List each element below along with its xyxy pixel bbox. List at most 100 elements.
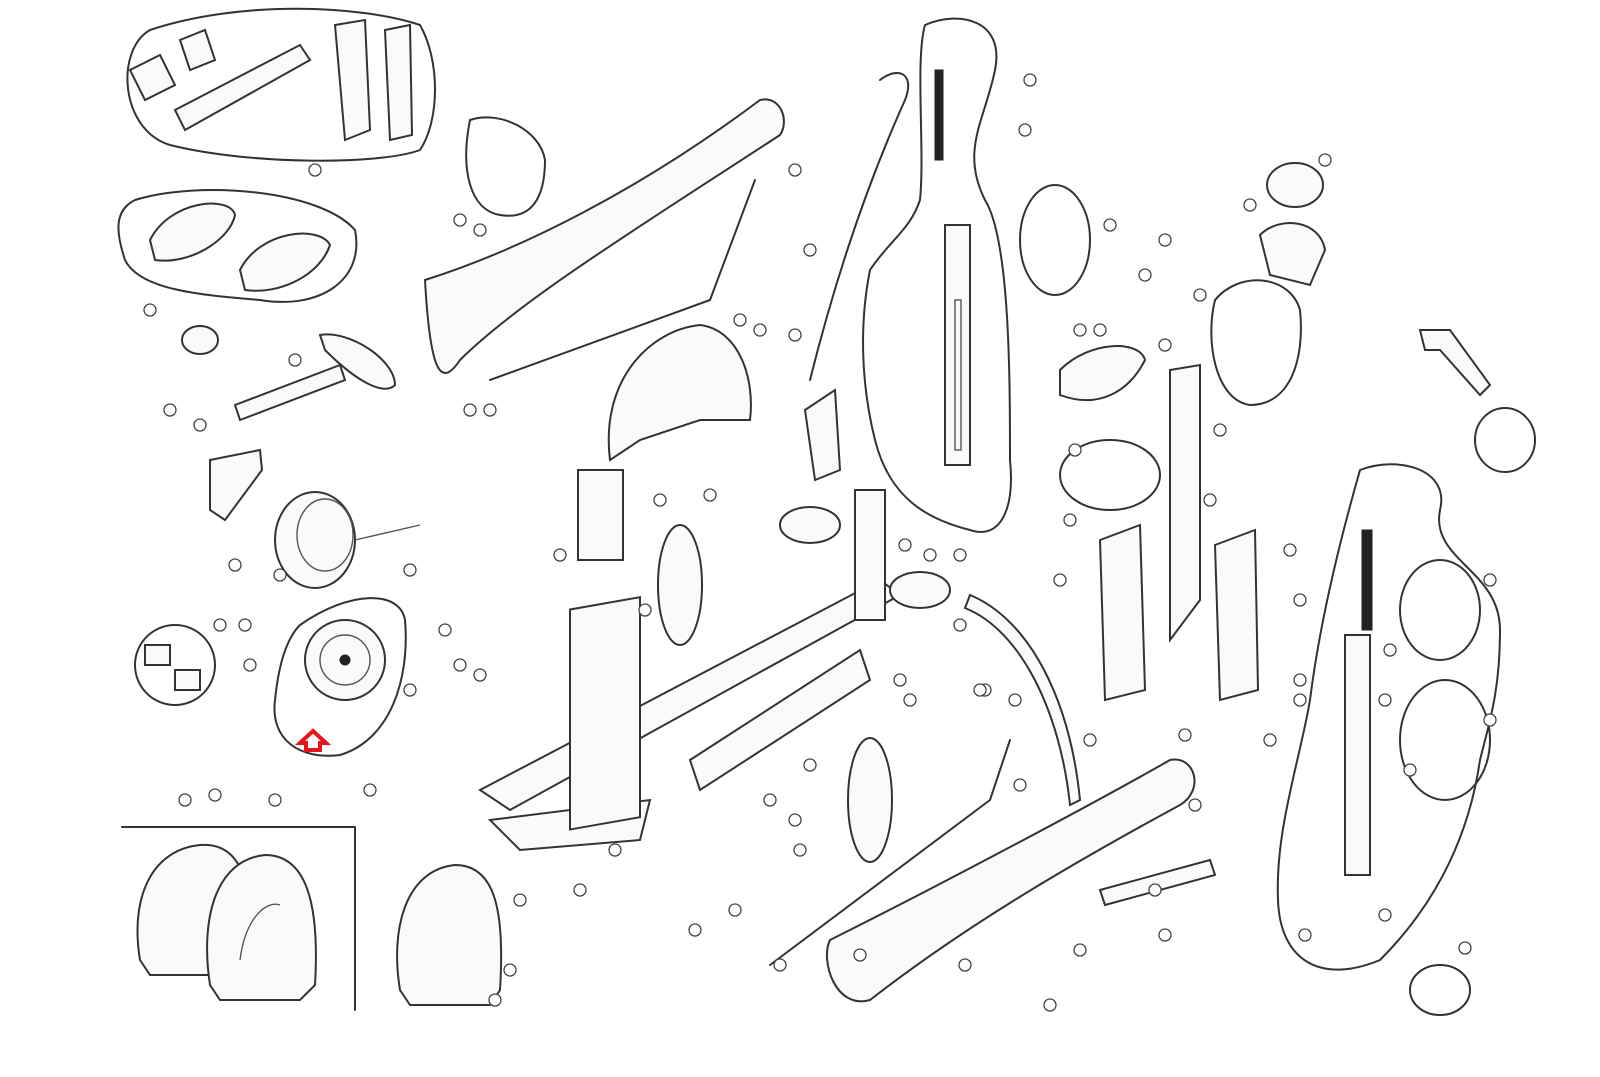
part-callout xyxy=(923,548,937,562)
pedal-arm-right xyxy=(1098,858,1217,907)
side-panel xyxy=(1169,363,1201,643)
part-callout xyxy=(1158,233,1172,247)
part-callout xyxy=(1053,573,1067,587)
cover-plate xyxy=(657,524,703,646)
console-housing xyxy=(1258,222,1327,287)
pedal-parts-group xyxy=(117,189,358,303)
part-callout xyxy=(1293,693,1307,707)
cap-blob xyxy=(1409,964,1471,1016)
left-link-rod xyxy=(489,179,756,381)
part-callout xyxy=(513,893,527,907)
part-callout xyxy=(788,328,802,342)
magnet-parts-group xyxy=(134,624,216,706)
curved-plate xyxy=(803,388,842,482)
part-callout xyxy=(268,793,282,807)
part-callout xyxy=(553,548,567,562)
part-callout xyxy=(893,673,907,687)
side-panel xyxy=(1098,523,1147,702)
part-callout xyxy=(1203,493,1217,507)
part-callout xyxy=(1213,423,1227,437)
side-cover-inset xyxy=(121,826,356,1011)
part-callout xyxy=(178,793,192,807)
part-callout xyxy=(1158,928,1172,942)
part-callout xyxy=(958,958,972,972)
part-callout xyxy=(1458,941,1472,955)
part-callout xyxy=(1158,338,1172,352)
part-callout xyxy=(363,783,377,797)
part-callout xyxy=(273,568,287,582)
part-callout xyxy=(208,788,222,802)
part-callout xyxy=(638,603,652,617)
part-callout xyxy=(853,948,867,962)
part-callout xyxy=(308,163,322,177)
handle-grip-right xyxy=(1418,329,1492,397)
cover-plate xyxy=(847,737,893,863)
part-callout xyxy=(228,558,242,572)
part-callout xyxy=(953,548,967,562)
part-callout xyxy=(1483,713,1497,727)
part-callout xyxy=(1403,763,1417,777)
part-callout xyxy=(1068,443,1082,457)
part-callout xyxy=(1378,693,1392,707)
part-callouts xyxy=(143,73,1497,1012)
part-callout xyxy=(1243,198,1257,212)
part-callout xyxy=(793,843,807,857)
part-callout xyxy=(473,223,487,237)
part-callout xyxy=(1188,798,1202,812)
part-callout xyxy=(733,313,747,327)
pedal-bracket xyxy=(318,333,397,390)
part-callout xyxy=(898,538,912,552)
part-callout xyxy=(453,658,467,672)
part-callout xyxy=(503,963,517,977)
part-callout xyxy=(213,618,227,632)
part-callout xyxy=(488,993,502,1007)
part-callout xyxy=(193,418,207,432)
part-callout xyxy=(438,623,452,637)
part-callout xyxy=(163,403,177,417)
side-panel xyxy=(1213,528,1260,702)
part-callout xyxy=(1018,123,1032,137)
up-arrow-icon xyxy=(294,728,332,752)
part-callout xyxy=(1138,268,1152,282)
left-upper-arm xyxy=(423,98,785,374)
part-callout xyxy=(1043,998,1057,1012)
part-callout xyxy=(703,488,717,502)
part-callout xyxy=(1063,513,1077,527)
part-callout xyxy=(1083,733,1097,747)
part-callout xyxy=(473,668,487,682)
part-callout xyxy=(403,563,417,577)
part-callout xyxy=(1283,543,1297,557)
part-callout xyxy=(1178,728,1192,742)
part-callout xyxy=(903,693,917,707)
part-callout xyxy=(238,618,252,632)
part-callout xyxy=(1148,883,1162,897)
handlebar-parts-group xyxy=(126,7,436,162)
part-callout xyxy=(1073,943,1087,957)
part-callout xyxy=(453,213,467,227)
rear-shroud xyxy=(607,323,752,462)
part-callout xyxy=(763,793,777,807)
part-callout xyxy=(803,243,817,257)
console-display xyxy=(1266,162,1324,208)
part-callout xyxy=(573,883,587,897)
part-callout xyxy=(953,618,967,632)
part-callout xyxy=(1023,73,1037,87)
part-callout xyxy=(753,323,767,337)
part-callout xyxy=(288,353,302,367)
main-frame xyxy=(478,489,951,852)
curved-tube xyxy=(963,593,1082,807)
part-callout xyxy=(403,683,417,697)
part-callout xyxy=(243,658,257,672)
right-lower-arm xyxy=(825,758,1196,1003)
part-callout xyxy=(1383,643,1397,657)
part-callout xyxy=(973,683,987,697)
part-callout xyxy=(688,923,702,937)
crank-arm xyxy=(209,448,264,522)
part-callout xyxy=(1008,693,1022,707)
part-callout xyxy=(483,403,497,417)
part-callout xyxy=(463,403,477,417)
side-cover xyxy=(396,863,503,1006)
part-callout xyxy=(788,813,802,827)
part-callout xyxy=(1298,928,1312,942)
